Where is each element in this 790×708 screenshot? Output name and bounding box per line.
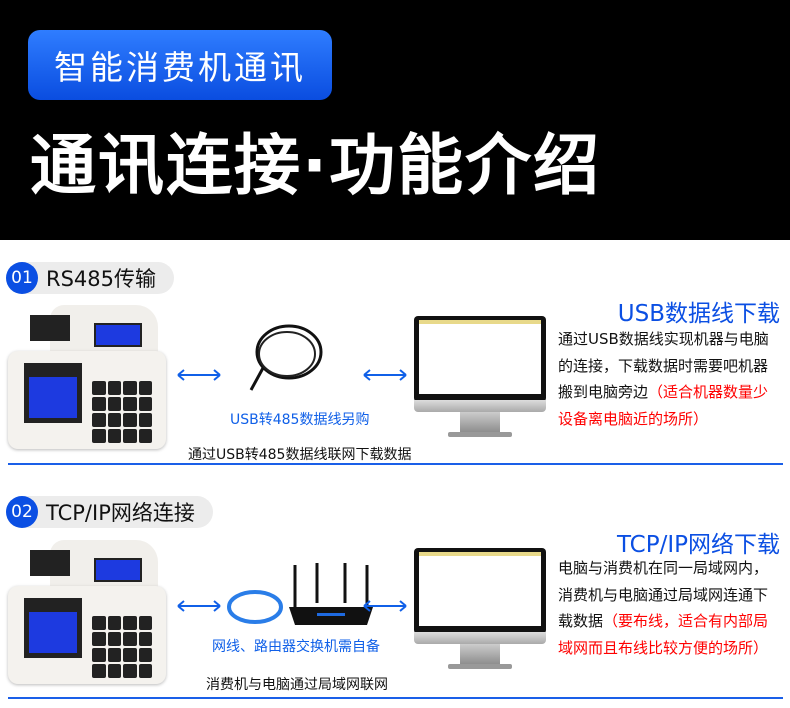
description-note: （要布线，适合有内部局域网而且布线比较方便的场所） <box>558 612 769 657</box>
consumption-machine-image <box>8 540 166 686</box>
computer-monitor-image <box>414 316 546 440</box>
description-text: 通过USB数据线实现机器与电脑的连接，下载数据时需要吧机器搬到电脑旁边 <box>558 330 769 401</box>
bottom-caption: 通过USB转485数据线联网下载数据 <box>188 447 412 463</box>
section-number: 02 <box>6 496 38 528</box>
section-label: TCP/IP网络连接 <box>46 501 195 525</box>
bottom-caption: 消费机与电脑通过局域网联网 <box>206 677 388 693</box>
section-number: 01 <box>6 262 38 294</box>
divider <box>8 697 783 699</box>
section-badge-01: 01 RS485传输 <box>6 262 175 294</box>
double-arrow-icon <box>177 369 221 381</box>
section-badge-02: 02 TCP/IP网络连接 <box>6 496 213 528</box>
page-title: 通讯连接·功能介绍 <box>30 127 602 204</box>
double-arrow-icon <box>177 600 221 612</box>
product-caption: 网线、路由器交换机需自备 <box>212 639 380 655</box>
computer-monitor-image <box>414 548 546 672</box>
method-title: TCP/IP网络下载 <box>616 532 780 558</box>
description-text: 电脑与消费机在同一局域网内，消费机与电脑通过局域网连通下载数据 <box>558 559 769 630</box>
header-tag: 智能消费机通讯 <box>28 30 332 100</box>
product-caption: USB转485数据线另购 <box>230 412 370 428</box>
card-reader-icon <box>30 550 70 576</box>
method-description: 电脑与消费机在同一局域网内，消费机与电脑通过局域网连通下载数据（要布线，适合有内… <box>558 555 782 661</box>
double-arrow-icon <box>363 600 407 612</box>
router-image <box>289 563 373 625</box>
divider <box>8 463 783 465</box>
card-reader-icon <box>30 315 70 341</box>
network-cable-image <box>227 590 283 624</box>
method-description: 通过USB数据线实现机器与电脑的连接，下载数据时需要吧机器搬到电脑旁边（适合机器… <box>558 326 782 432</box>
consumption-machine-image <box>8 305 166 451</box>
double-arrow-icon <box>363 369 407 381</box>
usb-cable-image <box>249 324 323 391</box>
method-title: USB数据线下载 <box>617 301 780 327</box>
description-note: （适合机器数量少设备离电脑近的场所） <box>558 383 769 428</box>
section-label: RS485传输 <box>46 267 157 291</box>
